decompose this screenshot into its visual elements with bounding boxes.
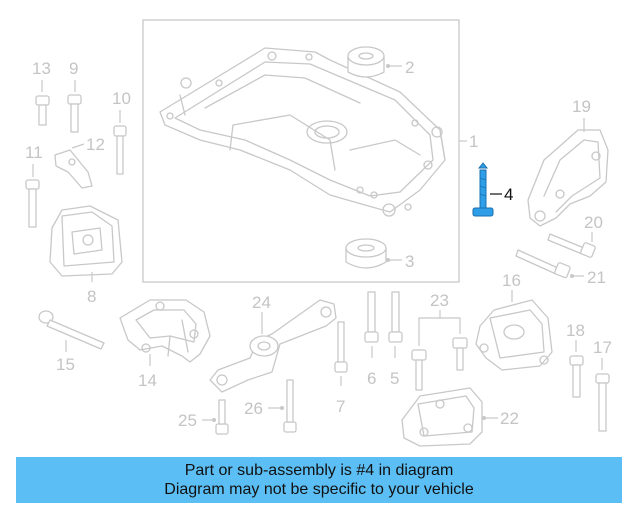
callout-12[interactable]: 12 — [86, 135, 105, 154]
callout-7[interactable]: 7 — [336, 397, 345, 416]
callout-16[interactable]: 16 — [502, 271, 521, 290]
bolt-part-20[interactable] — [547, 233, 596, 258]
bolt-part-15[interactable] — [38, 310, 105, 350]
bracket-part-19[interactable] — [527, 129, 609, 227]
bushing-part-3[interactable] — [345, 238, 387, 269]
callout-10[interactable]: 10 — [112, 89, 131, 108]
callout-5[interactable]: 5 — [390, 369, 399, 388]
mount-part-16[interactable] — [475, 299, 553, 371]
bolt-part-4[interactable] — [472, 162, 494, 217]
callout-19[interactable]: 19 — [572, 97, 591, 116]
bolt-part-18[interactable] — [569, 355, 584, 398]
bushing-part-2[interactable] — [347, 46, 385, 78]
callout-18[interactable]: 18 — [566, 321, 585, 340]
torque-rod-part-24[interactable] — [209, 299, 337, 393]
callout-9[interactable]: 9 — [69, 59, 78, 78]
mount-part-22[interactable] — [401, 387, 483, 447]
callout-21[interactable]: 21 — [587, 268, 606, 287]
bracket-part-14[interactable] — [119, 299, 211, 363]
banner-line-2: Diagram may not be specific to your vehi… — [164, 481, 474, 498]
bolt-part-6[interactable] — [364, 291, 379, 343]
leader-arrowheads — [212, 64, 574, 422]
bolt-part-5[interactable] — [388, 291, 403, 343]
callout-22[interactable]: 22 — [500, 409, 519, 428]
bolt-part-10[interactable] — [113, 125, 127, 175]
callout-26[interactable]: 26 — [244, 399, 263, 418]
callout-17[interactable]: 17 — [593, 338, 612, 357]
callout-20[interactable]: 20 — [584, 213, 603, 232]
callout-24[interactable]: 24 — [252, 293, 271, 312]
subframe-frame-box — [142, 19, 460, 283]
callout-23[interactable]: 23 — [430, 291, 449, 310]
bolt-part-26[interactable] — [283, 379, 297, 433]
bolts-part-23[interactable] — [411, 337, 468, 391]
callout-11[interactable]: 11 — [25, 143, 43, 162]
callout-6[interactable]: 6 — [367, 369, 376, 388]
callout-8[interactable]: 8 — [87, 287, 96, 306]
callout-4[interactable]: 4 — [504, 185, 513, 204]
bolt-part-13[interactable] — [35, 95, 50, 126]
callout-15[interactable]: 15 — [56, 355, 75, 374]
bolt-part-9[interactable] — [67, 94, 82, 133]
bracket-part-12[interactable] — [54, 149, 93, 189]
bolt-part-11[interactable] — [25, 179, 40, 228]
bolt-part-7[interactable] — [334, 321, 348, 373]
mount-part-8[interactable] — [49, 205, 123, 277]
banner-line-1: Part or sub-assembly is #4 in diagram — [184, 462, 454, 479]
info-banner: Part or sub-assembly is #4 in diagram Di… — [16, 457, 622, 503]
callout-14[interactable]: 14 — [138, 371, 157, 390]
callout-2[interactable]: 2 — [405, 58, 414, 77]
bolt-part-17[interactable] — [595, 373, 610, 432]
callout-13[interactable]: 13 — [32, 59, 51, 78]
callout-25[interactable]: 25 — [178, 411, 197, 430]
bolt-part-21[interactable] — [515, 249, 571, 279]
bolt-part-25[interactable] — [215, 399, 229, 435]
callout-3[interactable]: 3 — [405, 252, 414, 271]
subframe-part-1[interactable] — [159, 47, 446, 217]
leader-12 — [71, 143, 85, 149]
callout-1[interactable]: 1 — [469, 132, 478, 151]
